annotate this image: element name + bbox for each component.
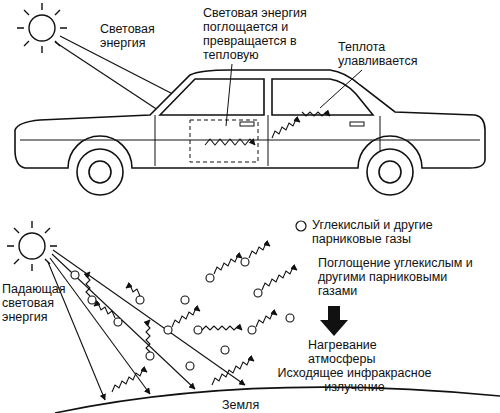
legend-sample [296,221,306,231]
callout-label: Земля [222,398,282,412]
gas-molecules [71,258,294,370]
infrared-wave [202,326,242,330]
infrared-wave [172,308,200,327]
infrared-wave [256,312,277,327]
sun-disc [29,15,55,41]
car-drawing [15,70,485,195]
car-window [160,79,264,115]
car-window [272,79,373,115]
heat-waves [205,112,330,145]
infrared-wave [126,285,140,296]
gas-molecule [194,326,202,334]
callout-label: Теплота улавливается [338,40,430,68]
heat-wave [205,139,255,145]
legend-text: Углекислый и другие парниковые газы [312,218,492,246]
callout-label: Поглощение углекислым и другими парников… [318,256,488,298]
heat-wave [302,112,330,116]
infrared-wave [214,255,242,274]
gas-molecule [146,352,154,360]
earth-surface [55,387,500,413]
infrared-wave [262,267,297,290]
leader-line [226,64,232,126]
gas-molecule [181,296,189,304]
leader-line [320,70,362,108]
gas-molecule [286,314,294,322]
infrared-wave [112,369,147,392]
gas-molecule [88,296,96,304]
gas-molecule [221,346,229,354]
incoming-rays [48,250,245,400]
absorbing-area [190,120,258,162]
light-ray [53,250,245,385]
wheel-hub [379,161,401,183]
wheel-hub [89,161,111,183]
door-handle [350,122,364,126]
infrared-wave [212,358,254,385]
sun-disc [19,233,45,259]
light-ray [52,254,195,389]
leader-lines [226,64,362,126]
gas-molecule [206,274,214,282]
callout-label: Световая энергия поглощается и превращае… [203,6,321,62]
heating-arrow [320,306,348,336]
gas-molecule [186,362,194,370]
light-ray [55,42,170,118]
gas-molecule [164,326,172,334]
infrared-waves [86,243,297,392]
gas-molecule [241,258,249,266]
sun-rays [7,221,57,271]
door-handle [240,122,254,126]
callout-label: Световая энергия [100,22,166,50]
gas-molecule [254,289,262,297]
sun-symbol [7,221,57,271]
infrared-wave [146,320,150,352]
gas-molecule [248,326,256,334]
car-wheel [367,149,413,195]
gas-molecule [71,271,79,279]
heat-wave [272,119,300,138]
light-ray [50,258,150,394]
infrared-wave [94,303,115,318]
car-wheel [77,149,123,195]
infrared-wave [86,272,90,296]
callout-label: Падающая световая энергия [2,282,78,324]
infrared-wave [249,243,270,258]
callout-label: Исходящее инфракрасное излучение [262,366,447,394]
callout-label: Нагревание атмосферы [308,338,408,366]
gas-molecule [114,318,122,326]
gas-molecule [136,296,144,304]
